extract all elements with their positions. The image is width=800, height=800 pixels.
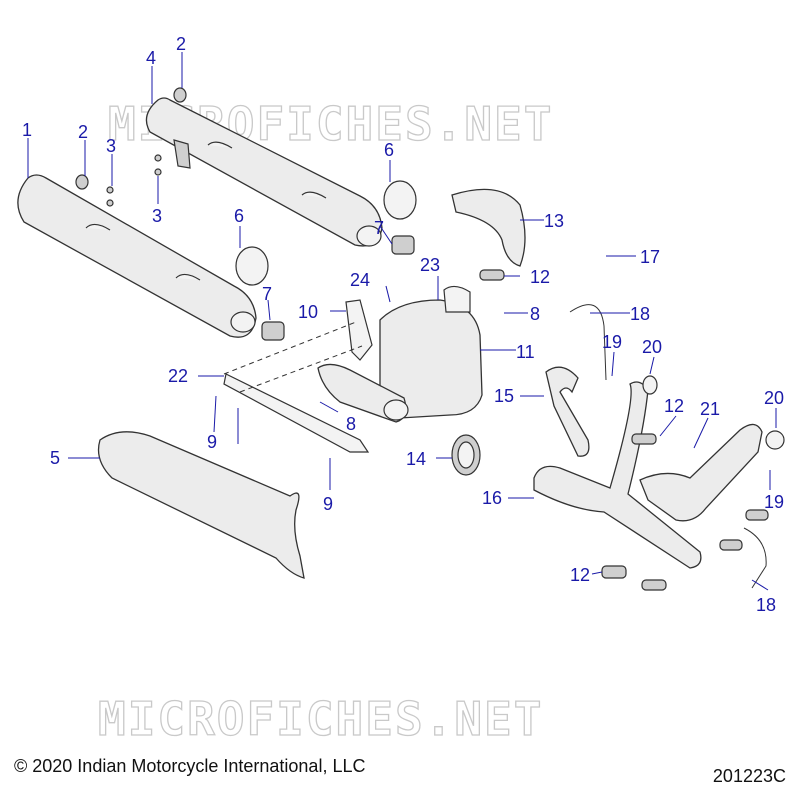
heat-shield-5 bbox=[97, 431, 305, 579]
dash-line-1 bbox=[223, 321, 357, 375]
dash-line-2 bbox=[239, 345, 363, 393]
callout-18-b: 18 bbox=[756, 595, 776, 615]
muffler-upper bbox=[145, 97, 383, 247]
callout-7-a: 7 bbox=[374, 218, 384, 238]
leader-lines bbox=[27, 52, 777, 591]
callout-2-a: 2 bbox=[78, 122, 88, 142]
callout-10: 10 bbox=[298, 302, 318, 322]
callout-6-b: 6 bbox=[234, 206, 244, 226]
callout-3-b: 3 bbox=[152, 206, 162, 226]
watermark-bottom: MICROFICHES.NET bbox=[98, 692, 543, 746]
callout-7-b: 7 bbox=[262, 284, 272, 304]
mount-hardware bbox=[75, 87, 187, 207]
pipe-15 bbox=[545, 366, 590, 457]
o2-sensor-lower bbox=[743, 527, 767, 589]
o2-sensor-upper bbox=[569, 304, 607, 381]
callout-19-b: 19 bbox=[764, 492, 784, 512]
callout-16: 16 bbox=[482, 488, 502, 508]
gasket-lower bbox=[235, 246, 269, 286]
heat-shield-13 bbox=[451, 188, 526, 267]
callout-12-b: 12 bbox=[664, 396, 684, 416]
clamp-12-b bbox=[631, 433, 657, 445]
callouts: 1 2 2 3 3 4 5 6 6 7 7 8 8 9 9 10 11 12 1… bbox=[22, 34, 784, 615]
clamp-upper bbox=[391, 235, 415, 255]
clamp-12-c bbox=[601, 565, 627, 579]
callout-5: 5 bbox=[50, 448, 60, 468]
callout-22: 22 bbox=[168, 366, 188, 386]
callout-9-a: 9 bbox=[207, 432, 217, 452]
callout-1: 1 bbox=[22, 120, 32, 140]
callout-12-c: 12 bbox=[570, 565, 590, 585]
copyright-text: © 2020 Indian Motorcycle International, … bbox=[14, 756, 366, 776]
callout-3-a: 3 bbox=[106, 136, 116, 156]
callout-18-a: 18 bbox=[630, 304, 650, 324]
callout-8-b: 8 bbox=[346, 414, 356, 434]
callout-11: 11 bbox=[516, 342, 535, 362]
callout-19-a: 19 bbox=[602, 332, 622, 352]
bracket-10 bbox=[345, 299, 373, 361]
clamp-lower bbox=[261, 321, 285, 341]
bracket-22 bbox=[223, 373, 370, 453]
callout-15: 15 bbox=[494, 386, 514, 406]
catalyst-housing bbox=[317, 285, 483, 423]
rear-pipe-21 bbox=[639, 423, 763, 522]
callout-24: 24 bbox=[350, 270, 370, 290]
callout-20-b: 20 bbox=[764, 388, 784, 408]
figure-id-text: 201223C bbox=[712, 766, 786, 786]
callout-2-b: 2 bbox=[176, 34, 186, 54]
gasket-upper bbox=[383, 180, 417, 220]
gasket-20-a bbox=[642, 375, 658, 395]
muffler-lower bbox=[17, 174, 257, 338]
callout-20-a: 20 bbox=[642, 337, 662, 357]
clamp-12-a bbox=[479, 269, 505, 281]
callout-23: 23 bbox=[420, 255, 440, 275]
callout-21: 21 bbox=[700, 399, 720, 419]
callout-12-a: 12 bbox=[530, 267, 550, 287]
callout-14: 14 bbox=[406, 449, 426, 469]
callout-6-a: 6 bbox=[384, 140, 394, 160]
gasket-20-b bbox=[765, 430, 785, 450]
callout-4: 4 bbox=[146, 48, 156, 68]
callout-9-b: 9 bbox=[323, 494, 333, 514]
callout-13: 13 bbox=[544, 211, 564, 231]
callout-8-a: 8 bbox=[530, 304, 540, 324]
callout-17: 17 bbox=[640, 247, 660, 267]
